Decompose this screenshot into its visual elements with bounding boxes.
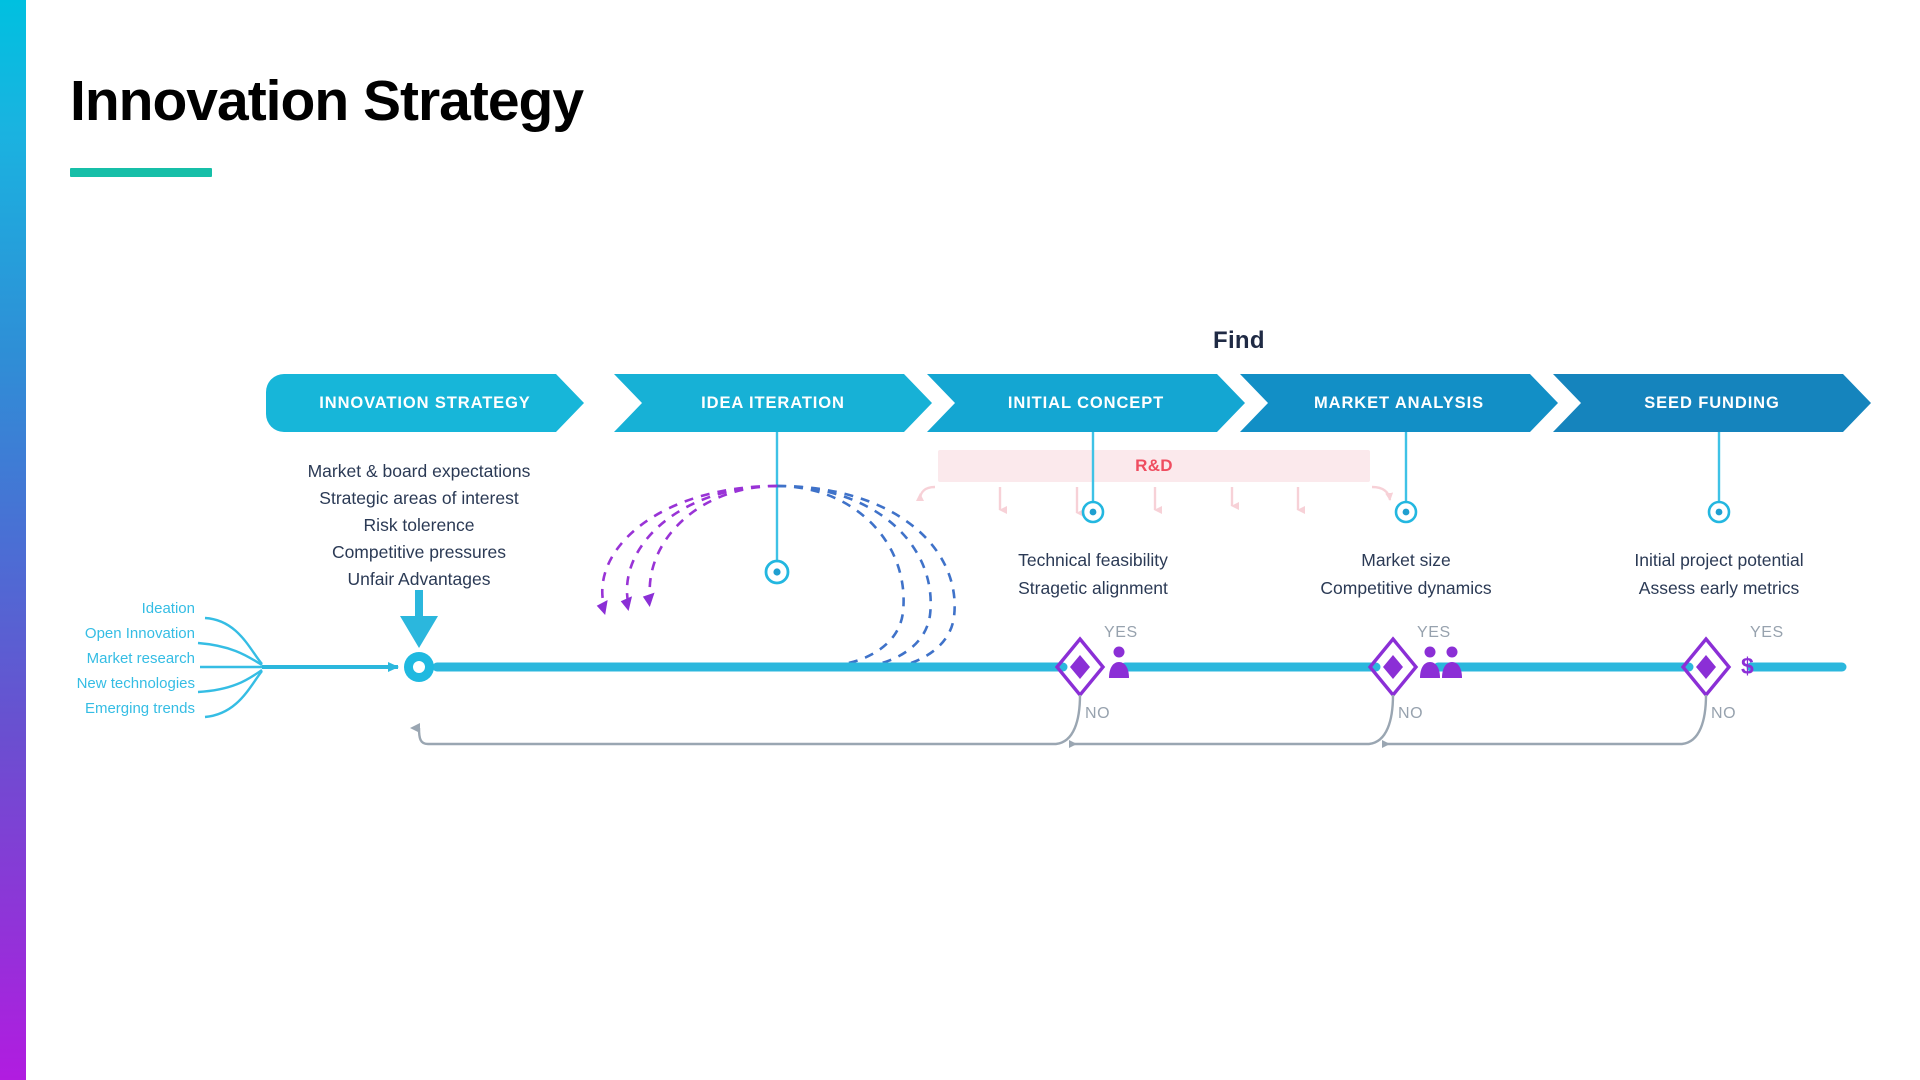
strategy-point: Risk tolerence [363,515,475,535]
strategy-point: Market & board expectations [307,461,531,481]
strategy-point: Strategic areas of interest [319,488,519,508]
node-seed-funding-icon [1707,500,1731,524]
input-label-ideation: Ideation [141,600,195,617]
loopback-paths [410,694,1708,748]
strategy-point: Competitive pressures [331,542,507,562]
phase-banner-label: IDEA ITERATION [701,393,845,412]
decision-3-yes-label: YES [1750,624,1784,641]
decision-1-no-label: NO [1085,705,1111,722]
phase-banner-label: MARKET ANALYSIS [1314,393,1484,412]
chevron-shape-icon [927,374,1245,432]
phase-banner-innovation-strategy[interactable]: INNOVATION STRATEGY [266,374,584,432]
phase-banner-label: SEED FUNDING [1644,393,1780,412]
decision-2-yes-label: YES [1417,624,1451,641]
rd-band [938,450,1370,482]
criteria-block-seed-funding: Initial project potential Assess early m… [1569,546,1869,602]
input-label-market-research: Market research [86,650,195,667]
phase-banner-market-analysis[interactable]: MARKET ANALYSIS [1240,374,1558,432]
person-icon [1109,646,1129,678]
decision-2-no-label: NO [1398,705,1424,722]
input-label-emerging-trends: Emerging trends [84,700,195,717]
node-initial-concept-icon [1081,500,1105,524]
criteria-line: Market size [1361,550,1451,570]
iteration-loops-icon [596,484,956,672]
left-gradient-rail [0,0,26,1080]
rd-flow-arrows-icon [915,485,1394,517]
criteria-block-initial-concept: Technical feasibility Stragetic alignmen… [943,546,1243,602]
input-feeder-curves [197,616,263,719]
input-label-new-technologies: New technologies [76,675,195,692]
strategy-points-block: Market & board expectations Strategic ar… [239,458,599,593]
page-title: Innovation Strategy [70,69,584,133]
phase-banner-row: INNOVATION STRATEGY IDEA ITERATION INITI… [0,374,1920,432]
criteria-block-market-analysis: Market size Competitive dynamics [1256,546,1556,602]
strategy-point: Unfair Advantages [347,569,491,589]
title-underline-rule [70,168,212,177]
people-icon [1420,646,1462,678]
phase-banner-label: INITIAL CONCEPT [1007,393,1165,412]
criteria-line: Technical feasibility [1018,550,1168,570]
strategy-down-arrow-icon [400,590,438,648]
phase-banner-initial-concept[interactable]: INITIAL CONCEPT [927,374,1245,432]
rd-label: R&D [1135,456,1173,475]
phase-banner-idea-iteration[interactable]: IDEA ITERATION [614,374,932,432]
decision-1-yes-label: YES [1104,624,1138,641]
phase-banner-seed-funding[interactable]: SEED FUNDING [1553,374,1871,432]
chevron-shape-icon [266,374,584,432]
criteria-line: Competitive dynamics [1320,578,1492,598]
criteria-line: Assess early metrics [1638,578,1800,598]
node-market-analysis-icon [1394,500,1418,524]
node-idea-iteration-icon [764,559,790,585]
chevron-shape-icon [614,374,932,432]
find-label: Find [1213,327,1265,354]
criteria-line: Initial project potential [1634,550,1804,570]
chevron-shape-icon [1240,374,1558,432]
dollar-icon: $ [1741,653,1754,679]
criteria-line: Stragetic alignment [1018,578,1168,598]
timeline-start-node-icon [404,652,434,682]
input-label-open-innovation: Open Innovation [84,625,195,642]
chevron-shape-icon [1553,374,1871,432]
decision-3-no-label: NO [1711,705,1737,722]
phase-banner-label: INNOVATION STRATEGY [319,393,531,412]
